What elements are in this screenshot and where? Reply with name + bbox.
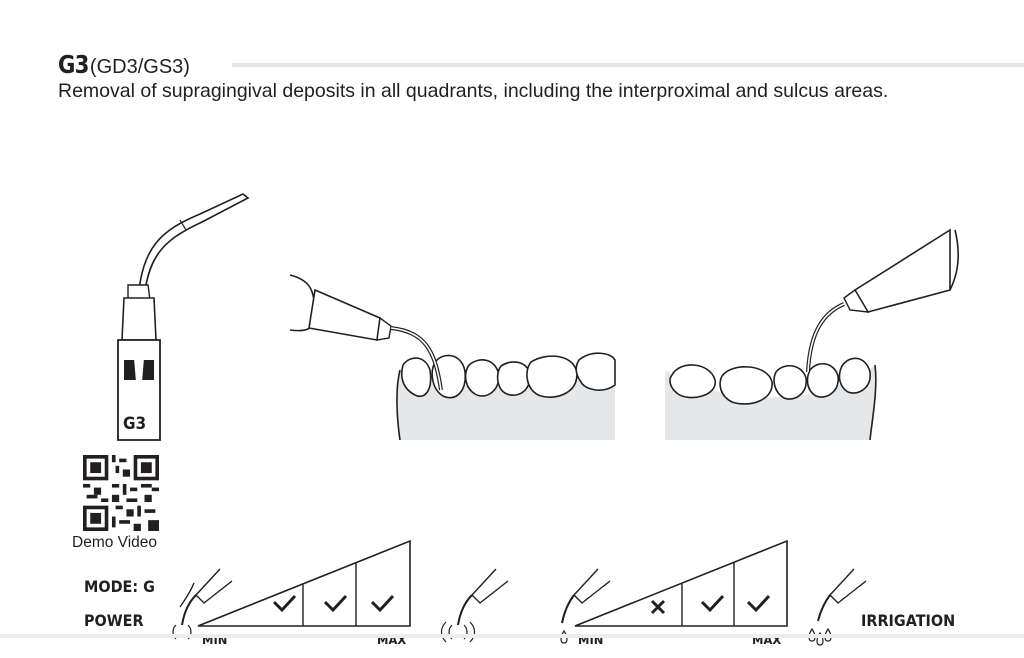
scaler-tip-illustration [117, 193, 250, 441]
mode-label: MODE: G [84, 577, 155, 596]
model-variants: (GD3/GS3) [89, 56, 190, 78]
power-scale [172, 539, 509, 643]
model-name: G3 [58, 50, 89, 79]
irrigation-scale [560, 539, 867, 646]
dental-illustration-left [289, 274, 616, 441]
description: Removal of supragingival deposits in all… [58, 80, 889, 102]
qr-code[interactable] [83, 455, 159, 531]
dental-illustration-right [665, 228, 960, 441]
irrigation-label: IRRIGATION [861, 611, 956, 630]
tip-marking: G3 [123, 414, 147, 434]
qr-caption: Demo Video [72, 534, 158, 551]
power-label: POWER [84, 611, 144, 630]
bottom-divider [0, 634, 1024, 638]
page-title: G3(GD3/GS3) [58, 50, 190, 84]
title-divider [232, 63, 1024, 67]
